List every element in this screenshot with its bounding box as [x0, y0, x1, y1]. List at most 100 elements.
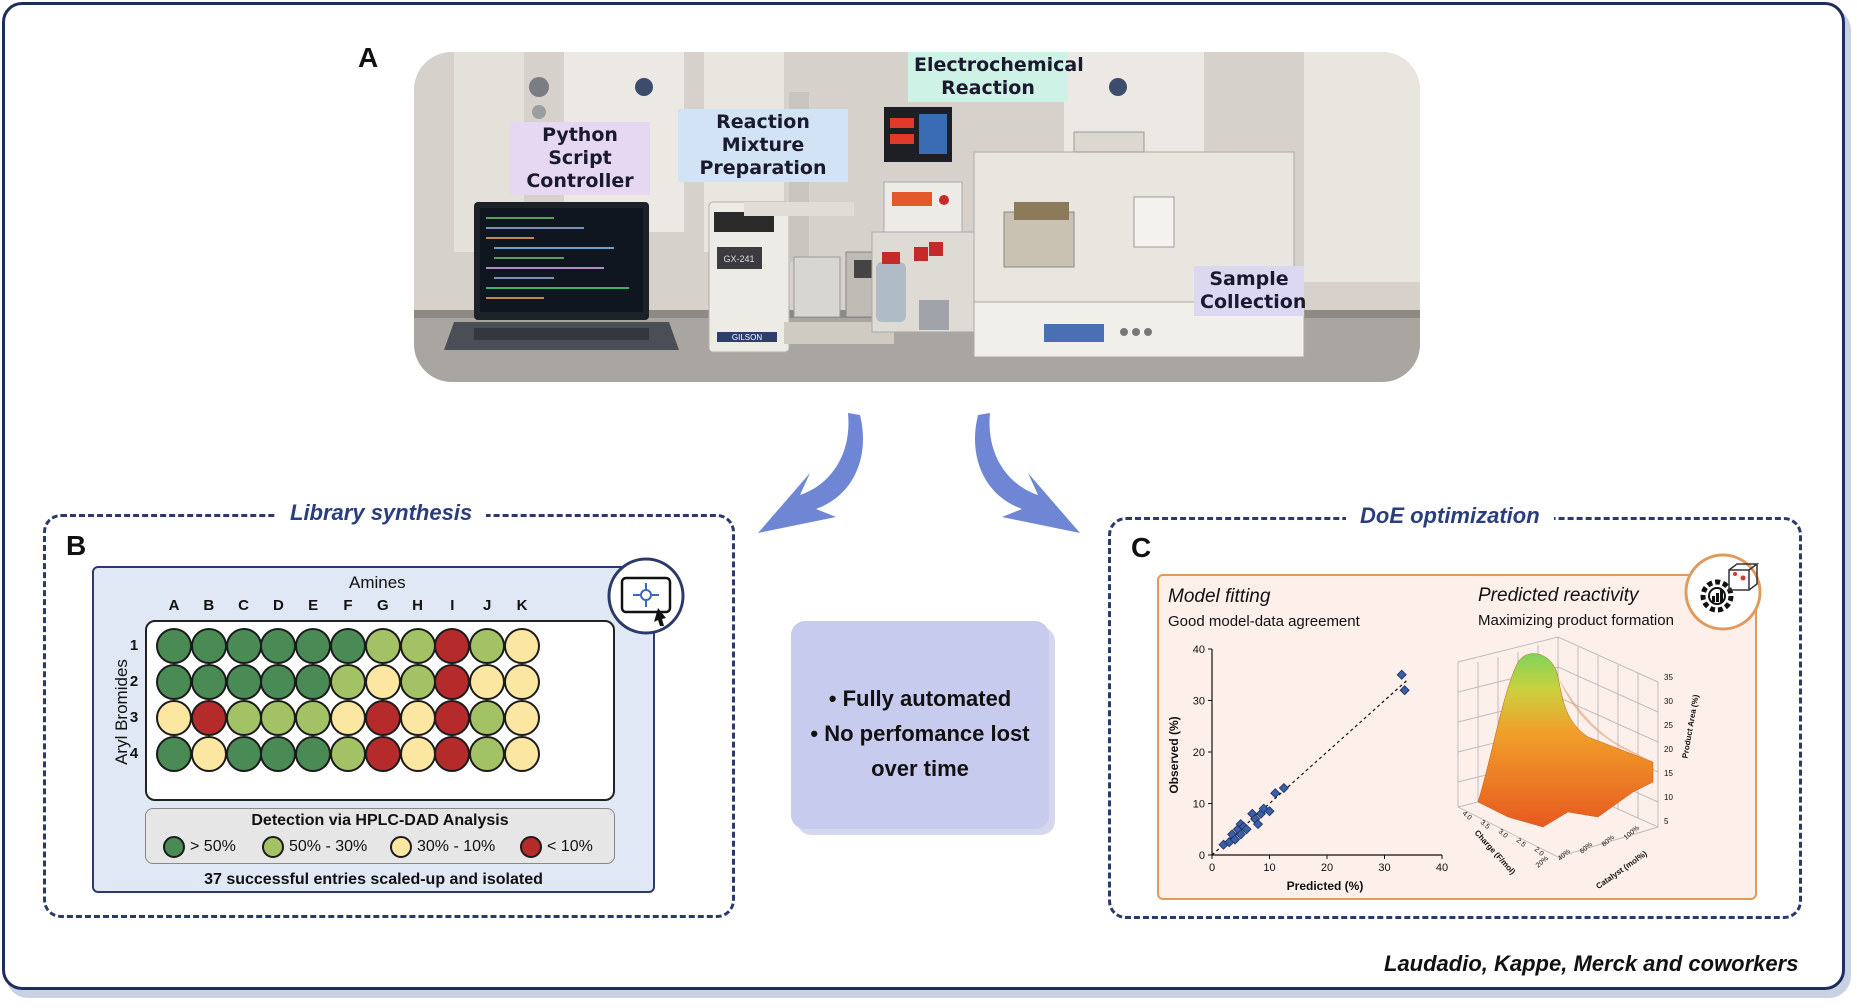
- tag-echem-line2: Reaction: [941, 77, 1035, 99]
- surf-xticks-2: 60%: [1579, 841, 1594, 855]
- surf-zticks-5: 10: [1664, 793, 1673, 802]
- tag-prep-line2: Preparation: [699, 157, 827, 179]
- tag-python-line1: Python Script: [542, 124, 618, 169]
- scatter-ytick-label: 30: [1193, 696, 1205, 708]
- scatter-ytick-label: 40: [1193, 644, 1205, 656]
- row-label-2: 2: [129, 673, 139, 690]
- legend-dot-rd: [520, 836, 542, 858]
- gear-chart-icon: [1684, 553, 1762, 631]
- well-c1: [225, 628, 262, 664]
- amines-label: Amines: [349, 573, 406, 592]
- predicted-reactivity-subtitle: Maximizing product formation: [1478, 612, 1674, 629]
- scatter-xtick-label: 30: [1378, 862, 1390, 874]
- scatter-point-14: [1264, 806, 1275, 817]
- well-h4: [399, 736, 436, 772]
- scatter-xtick-label: 20: [1321, 862, 1333, 874]
- arrow-left: [758, 413, 864, 533]
- well-a4: [156, 736, 192, 772]
- tag-prep-line1: Reaction Mixture: [716, 111, 810, 156]
- doe-title: DoE optimization: [1346, 503, 1554, 529]
- well-e3: [295, 700, 332, 736]
- surf-zticks-4: 15: [1664, 769, 1673, 778]
- column-label-a: A: [168, 597, 180, 614]
- well-f4: [330, 736, 366, 772]
- well-e2: [295, 664, 332, 700]
- surf-zticks-1: 30: [1664, 697, 1673, 706]
- lab-setup-photo: GX-241 GILSON Python: [414, 52, 1420, 382]
- model-fitting-subtitle: Good model-data agreement: [1168, 613, 1360, 630]
- well-a1: [156, 628, 192, 664]
- scatter-xtick-label: 40: [1436, 862, 1448, 874]
- legend-label-yl: 30% - 10%: [417, 838, 496, 855]
- legend-label-dg: > 50%: [190, 838, 236, 855]
- panel-label-b: B: [66, 530, 87, 561]
- well-d2: [260, 664, 297, 700]
- well-b3: [190, 700, 227, 736]
- well-h1: [399, 628, 436, 664]
- legend-label-rd: < 10%: [547, 838, 593, 855]
- row-label-1: 1: [129, 637, 139, 654]
- scatter-point-11: [1252, 819, 1264, 830]
- surf-yticks-4: 2.0: [1533, 846, 1545, 858]
- legend-dot-lg: [262, 836, 284, 858]
- column-label-c: C: [238, 597, 250, 614]
- scatter-xlabel: Predicted (%): [1287, 879, 1364, 893]
- well-g4: [364, 736, 401, 772]
- well-j1: [469, 628, 506, 664]
- column-label-i: I: [450, 597, 455, 614]
- doe-box: [1157, 574, 1757, 900]
- surf-xticks-3: 40%: [1557, 848, 1572, 862]
- model-fitting-title: Model fitting: [1168, 586, 1271, 607]
- surf-xticks-1: 80%: [1601, 834, 1616, 848]
- well-a2: [156, 664, 192, 700]
- well-c4: [225, 736, 262, 772]
- surf-yticks-1: 3.5: [1479, 819, 1491, 831]
- well-g2: [364, 664, 401, 700]
- tag-python-line2: Controller: [526, 170, 634, 192]
- surf-zticks-2: 25: [1664, 721, 1673, 730]
- tag-electrochemical: Electrochemical Reaction: [908, 52, 1084, 102]
- surf-yticks-0: 4.0: [1461, 810, 1473, 822]
- well-g3: [364, 700, 401, 736]
- well-i2: [434, 664, 471, 700]
- well-c2: [225, 664, 262, 700]
- well-k1: [504, 628, 540, 664]
- credit-line: Laudadio, Kappe, Merck and coworkers: [1384, 951, 1799, 976]
- predicted-reactivity-title: Predicted reactivity: [1478, 585, 1639, 606]
- summary-box: [791, 621, 1049, 829]
- well-k2: [504, 664, 540, 700]
- library-footer: 37 successful entries scaled-up and isol…: [204, 871, 543, 888]
- column-label-k: K: [516, 597, 528, 614]
- legend-title: Detection via HPLC-DAD Analysis: [251, 812, 509, 829]
- tag-sample-line1: Sample: [1209, 268, 1289, 290]
- scatter-point-8: [1241, 824, 1252, 835]
- scatter-ytick-label: 10: [1193, 799, 1205, 811]
- well-b1: [190, 628, 227, 664]
- gilson-brand-text: GILSON: [732, 333, 762, 342]
- surf-xticks-4: 20%: [1535, 855, 1550, 869]
- row-label-4: 4: [129, 745, 139, 762]
- gilson-model-text: GX-241: [723, 254, 754, 264]
- surface-ylabel: Charge (F/mol): [1473, 828, 1518, 876]
- well-j3: [469, 700, 506, 736]
- well-k3: [504, 700, 540, 736]
- arrow-right: [974, 413, 1080, 533]
- well-j4: [469, 736, 506, 772]
- flow-arrows: [758, 413, 1080, 533]
- surface-xlabel: Catalyst (mol%): [1594, 849, 1649, 891]
- well-e1: [295, 628, 332, 664]
- well-g1: [364, 628, 401, 664]
- panel-label-c: C: [1131, 532, 1152, 563]
- surface-zlabel: Product Area (%): [1680, 694, 1700, 760]
- panel-label-a: A: [358, 42, 379, 73]
- scatter-xtick-label: 10: [1263, 862, 1275, 874]
- column-label-e: E: [308, 597, 319, 614]
- column-label-b: B: [203, 597, 215, 614]
- well-e4: [295, 736, 332, 772]
- surf-zticks-3: 20: [1664, 745, 1673, 754]
- surf-yticks-2: 3.0: [1497, 828, 1509, 840]
- well-j2: [469, 664, 506, 700]
- legend-dot-yl: [390, 836, 412, 858]
- column-label-d: D: [272, 597, 284, 614]
